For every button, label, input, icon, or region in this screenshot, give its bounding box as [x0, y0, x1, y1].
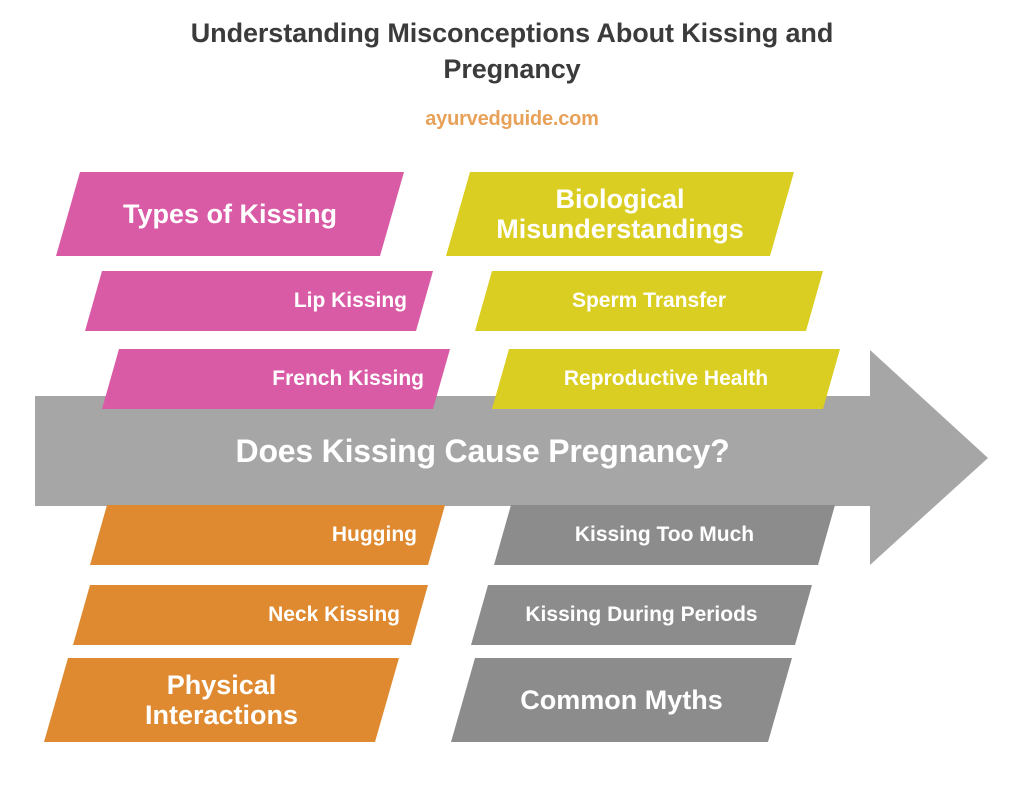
- band-label: Sperm Transfer: [571, 289, 727, 313]
- page-title: Understanding Misconceptions About Kissi…: [190, 18, 834, 84]
- band-lip-kissing[interactable]: Lip Kissing: [85, 271, 433, 331]
- band-label: Physical Interactions: [44, 670, 399, 730]
- parallelogram-shape: [44, 658, 399, 742]
- band-label: Kissing Too Much: [574, 523, 755, 547]
- parallelogram-shape: [451, 658, 792, 742]
- parallelogram-shape: [446, 172, 794, 256]
- band-kissing-during-periods[interactable]: Kissing During Periods: [471, 585, 812, 645]
- band-label: Kissing During Periods: [525, 603, 758, 627]
- parallelogram-shape: [90, 505, 445, 565]
- band-neck-kissing[interactable]: Neck Kissing: [73, 585, 428, 645]
- band-biological-misunderstandings-heading[interactable]: Biological Misunderstandings: [446, 172, 794, 256]
- band-label: Lip Kissing: [293, 289, 407, 313]
- band-label: Reproductive Health: [563, 367, 769, 391]
- band-french-kissing[interactable]: French Kissing: [102, 349, 450, 409]
- parallelogram-shape: [73, 585, 428, 645]
- parallelogram-shape: [85, 271, 433, 331]
- band-label-line-2: Interactions: [144, 700, 299, 730]
- band-label: Neck Kissing: [268, 603, 400, 627]
- band-label: Common Myths: [520, 684, 723, 715]
- parallelogram-shape: [471, 585, 812, 645]
- site-attribution: ayurvedguide.com: [425, 107, 599, 130]
- band-label: Types of Kissing: [122, 198, 338, 229]
- band-label-line-1: Physical: [166, 669, 277, 700]
- band-label-line-2: Misunderstandings: [496, 214, 744, 244]
- parallelogram-shape: [494, 505, 835, 565]
- band-label: Hugging: [331, 523, 417, 547]
- band-reproductive-health[interactable]: Reproductive Health: [492, 349, 840, 409]
- band-label-line-1: Biological: [555, 183, 685, 214]
- parallelogram-shape: [492, 349, 840, 409]
- band-hugging[interactable]: Hugging: [90, 505, 445, 565]
- band-kissing-too-much[interactable]: Kissing Too Much: [494, 505, 835, 565]
- band-common-myths-heading[interactable]: Common Myths: [451, 658, 792, 742]
- band-physical-interactions-heading[interactable]: Physical Interactions: [44, 658, 399, 742]
- band-label: Biological Misunderstandings: [446, 184, 794, 244]
- band-sperm-transfer[interactable]: Sperm Transfer: [475, 271, 823, 331]
- parallelogram-shape: [475, 271, 823, 331]
- band-label: French Kissing: [272, 367, 424, 391]
- parallelogram-shape: [56, 172, 404, 256]
- parallelogram-shape: [102, 349, 450, 409]
- header: Understanding Misconceptions About Kissi…: [0, 16, 1024, 131]
- central-question-label: Does Kissing Cause Pregnancy?: [235, 432, 730, 469]
- band-types-of-kissing-heading[interactable]: Types of Kissing: [56, 172, 404, 256]
